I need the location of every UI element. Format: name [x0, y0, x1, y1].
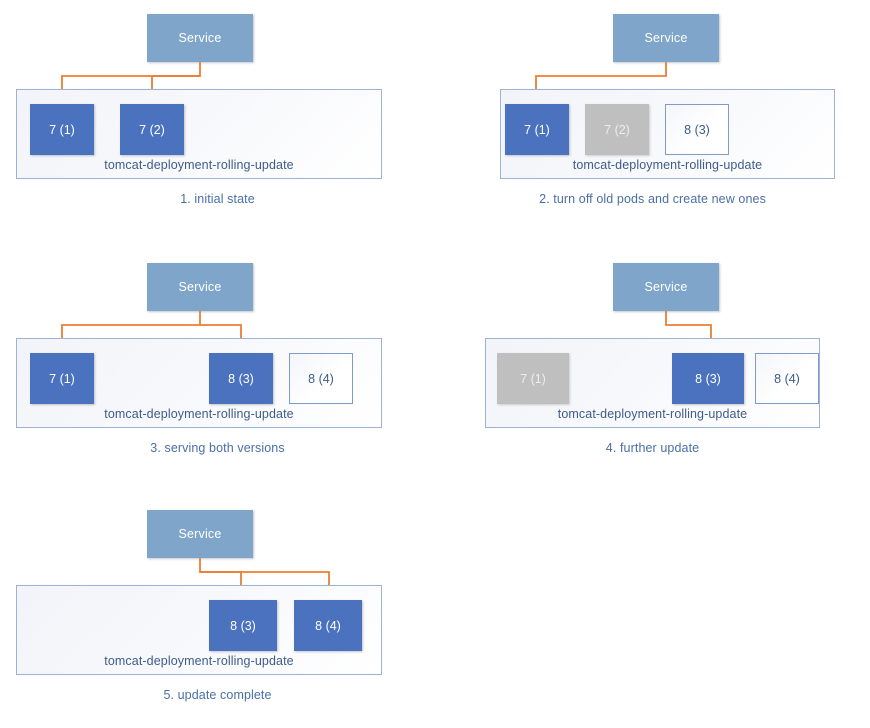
pod-8-3[interactable]: 8 (3)	[209, 353, 273, 404]
service-box[interactable]: Service	[147, 14, 253, 62]
service-box[interactable]: Service	[613, 14, 719, 62]
pod-label: 8 (4)	[315, 618, 341, 633]
panel-caption: 4. further update	[605, 441, 700, 455]
pod-7-1[interactable]: 7 (1)	[505, 104, 569, 155]
service-label: Service	[644, 280, 688, 294]
pod-8-3[interactable]: 8 (3)	[665, 104, 729, 155]
pod-label: 7 (2)	[139, 122, 165, 137]
panel-further-update: Service tomcat-deployment-rolling-update…	[435, 245, 870, 483]
pod-label: 8 (3)	[695, 371, 721, 386]
pod-7-1[interactable]: 7 (1)	[30, 104, 94, 155]
deployment-label: tomcat-deployment-rolling-update	[104, 407, 294, 421]
pod-7-2[interactable]: 7 (2)	[585, 104, 649, 155]
pod-label: 7 (2)	[604, 122, 630, 137]
pod-7-1[interactable]: 7 (1)	[30, 353, 94, 404]
panel-caption: 5. update complete	[163, 688, 272, 702]
deployment-label: tomcat-deployment-rolling-update	[572, 158, 763, 172]
service-box[interactable]: Service	[147, 263, 253, 311]
panel-turn-off-old-pods: Service tomcat-deployment-rolling-update…	[435, 0, 870, 238]
service-label: Service	[178, 31, 222, 45]
pod-7-2[interactable]: 7 (2)	[120, 104, 184, 155]
pod-7-1[interactable]: 7 (1)	[497, 353, 569, 404]
panel-caption: 3. serving both versions	[150, 441, 285, 455]
deployment-label: tomcat-deployment-rolling-update	[557, 407, 748, 421]
service-label: Service	[178, 527, 222, 541]
panel-caption: 1. initial state	[180, 192, 255, 206]
panel-update-complete: Service tomcat-deployment-rolling-update…	[0, 490, 435, 728]
deployment-label: tomcat-deployment-rolling-update	[104, 654, 294, 668]
panel-serving-both-versions: Service tomcat-deployment-rolling-update…	[0, 245, 435, 483]
pod-label: 7 (1)	[49, 122, 75, 137]
service-label: Service	[644, 31, 688, 45]
pod-label: 8 (4)	[308, 371, 334, 386]
pod-label: 7 (1)	[524, 122, 550, 137]
panel-caption: 2. turn off old pods and create new ones	[539, 192, 766, 206]
pod-8-3[interactable]: 8 (3)	[672, 353, 744, 404]
pod-8-4[interactable]: 8 (4)	[755, 353, 819, 404]
pod-label: 8 (4)	[774, 371, 800, 386]
pod-label: 8 (3)	[230, 618, 256, 633]
service-box[interactable]: Service	[613, 263, 719, 311]
service-label: Service	[178, 280, 222, 294]
panel-initial-state: Service tomcat-deployment-rolling-update…	[0, 0, 435, 238]
pod-label: 7 (1)	[520, 371, 546, 386]
service-box[interactable]: Service	[147, 510, 253, 558]
pod-label: 7 (1)	[49, 371, 75, 386]
pod-8-4[interactable]: 8 (4)	[289, 353, 353, 404]
pod-8-3[interactable]: 8 (3)	[209, 600, 277, 651]
pod-label: 8 (3)	[228, 371, 254, 386]
deployment-label: tomcat-deployment-rolling-update	[104, 158, 294, 172]
pod-label: 8 (3)	[684, 122, 710, 137]
pod-8-4[interactable]: 8 (4)	[294, 600, 362, 651]
